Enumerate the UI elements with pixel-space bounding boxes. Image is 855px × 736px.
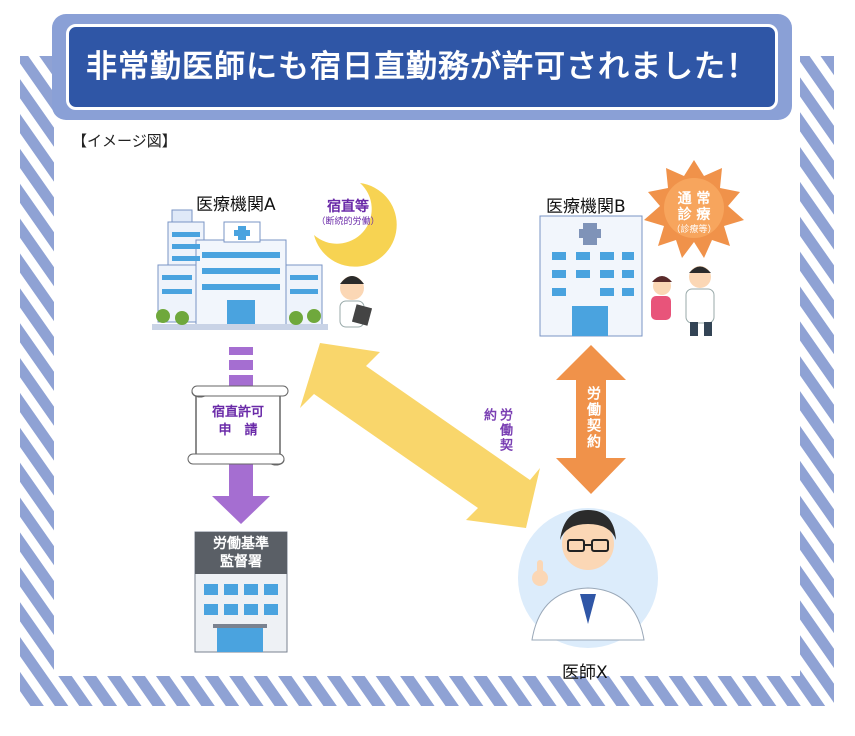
sun-badge-sub: （診療等） [671,225,717,235]
sun-icon [644,160,744,258]
moon-icon [314,183,397,267]
moon-badge-sub: （断続的労働） [316,217,380,227]
sun-badge-line2: 診 療 [677,207,711,223]
labor-office-line2: 監督署 [220,554,262,570]
consultation-icon [651,266,715,336]
scroll-icon [187,385,289,466]
caption: 【イメージ図】 [72,132,177,150]
application-line2: 申 請 [218,423,258,438]
contract-label-right: 労働契約 [585,386,601,450]
hospital-a-label: 医療機関A [196,195,276,215]
striped-frame [20,56,834,706]
hospital-b-label: 医療機関B [546,197,626,217]
sun-badge-line1: 通 常 [677,191,711,207]
labor-office-sign: 労働基準 監督署 [195,535,287,571]
contract-arrow-yellow [300,343,540,528]
purple-arrow [212,347,270,524]
page-title: 非常勤医師にも宿日直勤務が許可されました！ [86,49,758,85]
hospital-a-icon [152,209,328,330]
title-banner [66,24,778,110]
application-text: 宿直許可 申 請 [198,404,278,440]
contract-label-left: 労働契約 [481,408,512,453]
contract-arrow-orange [556,345,626,494]
moon-badge-main: 宿直等 [327,199,369,215]
labor-office-line1: 労働基準 [213,536,269,552]
hospital-b-icon [539,215,643,337]
doctor-x-icon [518,508,658,648]
office-building-icon [194,531,288,653]
doctor-x-label: 医師X [562,663,608,683]
doctor-a-icon [339,276,373,328]
application-line1: 宿直許可 [211,405,264,420]
